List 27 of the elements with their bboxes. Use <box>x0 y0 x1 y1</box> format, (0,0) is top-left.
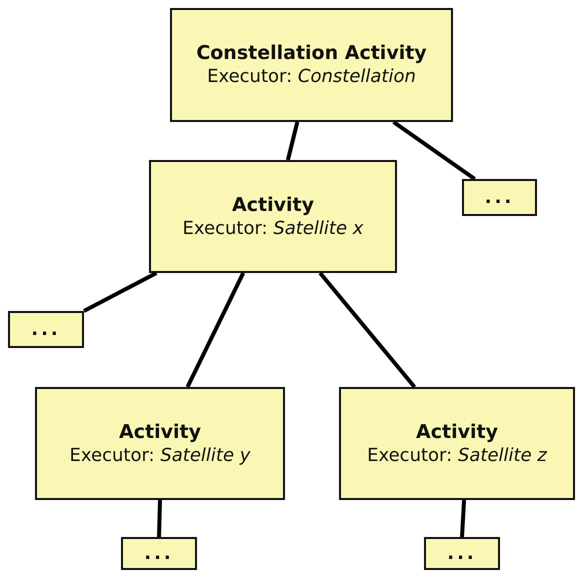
connector-line <box>392 120 476 181</box>
activity-box <box>170 8 453 122</box>
connector-line <box>286 122 300 160</box>
connector-line <box>460 500 466 538</box>
ellipsis-box <box>121 537 197 570</box>
ellipsis-box <box>462 179 537 216</box>
activity-title: Activity <box>119 420 201 444</box>
activity-box <box>149 160 397 273</box>
activity-box <box>339 387 575 500</box>
activity-title: Activity <box>232 192 314 216</box>
connector-line <box>318 272 416 388</box>
activity-box <box>35 387 285 500</box>
activity-title: Constellation Activity <box>196 41 427 65</box>
executor-text: Executor: Constellation <box>207 65 416 89</box>
executor-text: Executor: Satellite z <box>367 444 547 468</box>
executor-text: Executor: Satellite x <box>182 216 364 240</box>
ellipsis-text: ... <box>447 544 477 562</box>
connector-line <box>186 272 246 388</box>
executor-text: Executor: Satellite y <box>70 444 250 468</box>
ellipsis-box <box>424 537 500 570</box>
ellipsis-text: ... <box>144 544 174 562</box>
ellipsis-box <box>8 311 84 348</box>
ellipsis-text: ... <box>31 320 61 338</box>
ellipsis-text: ... <box>484 188 514 206</box>
connector-line <box>157 500 162 538</box>
activity-title: Activity <box>416 420 498 444</box>
connector-line <box>83 271 158 313</box>
